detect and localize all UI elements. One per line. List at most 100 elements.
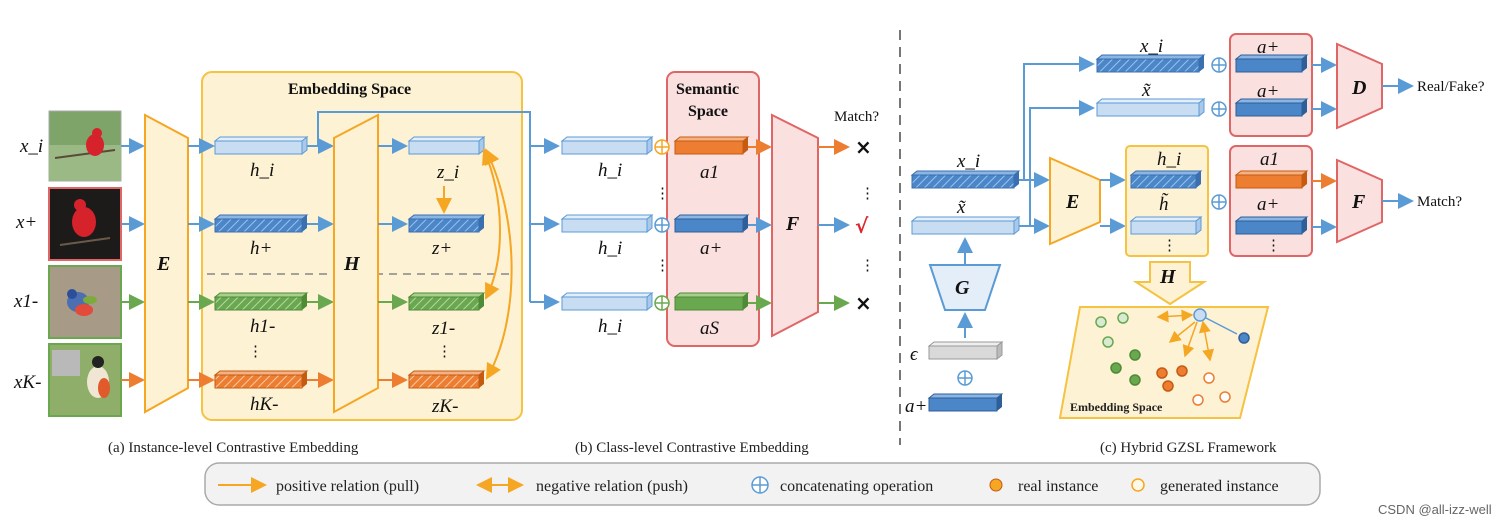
label-c-hi: h_i [1157,149,1181,170]
dots-b-right-1: ⋮ [860,186,875,202]
discriminator-D-shape [1336,42,1383,130]
feature-c-hi [1129,170,1203,189]
real-instance-icon [989,478,1003,492]
caption-a: (a) Instance-level Contrastive Embedding [108,440,359,456]
label-top-xtilde: x̃ [1141,80,1151,101]
feature-c-htilde [1129,215,1203,236]
legend-negative: negative relation (push) [536,478,688,495]
attr-a1 [673,136,750,155]
classifier-c-F-label: F [1351,191,1366,213]
feature-top-xtilde [1095,97,1206,118]
legend-generated: generated instance [1160,478,1279,495]
match-output-c: Match? [1417,194,1462,210]
feature-top-a2 [1234,98,1309,117]
result-mismatch-2: × [855,291,872,315]
label-a1: a1 [700,162,719,183]
head-c-H-label: H [1159,266,1177,288]
panel-c: x_i x̃ G ϵ a+ [905,33,1485,456]
label-b-h1: h_i [598,160,622,181]
encoder-E-shape [144,113,189,414]
feature-top-xi [1095,54,1206,73]
caption-b: (b) Class-level Contrastive Embedding [575,440,809,456]
classifier-F-shape [771,113,819,338]
dots-h: ⋮ [248,344,263,360]
feature-c-aplus-input [927,393,1004,412]
feature-z-i [407,135,486,156]
head-c-H-arrow [1132,261,1208,306]
label-c-xi: x_i [956,151,980,172]
label-z-plus: z+ [431,238,452,259]
generator-G-label: G [955,277,970,299]
feature-z-1minus [407,292,486,311]
bird-image-xplus [48,187,122,261]
feature-b-h1 [560,135,654,156]
result-mismatch-1: × [855,135,872,159]
input-label-xKminus: xK- [13,372,41,393]
bird-image-x1minus [48,265,122,339]
c-embedding-space-label: Embedding Space [1070,400,1163,414]
label-top-a1: a+ [1257,37,1279,58]
classifier-F-label: F [785,213,800,235]
panel-b: h_i h_i h_i ⋮ ⋮ Semantic Space [529,71,879,456]
label-c-aplus: a+ [1257,194,1279,215]
panel-a: x_i x+ x1- xK- [13,71,560,456]
dots-c-a: ⋮ [1266,238,1281,254]
label-z-1minus: z1- [431,318,455,339]
feature-h-i [213,135,309,156]
dots-b-right-2: ⋮ [860,258,875,274]
label-c-xtilde: x̃ [956,197,966,218]
label-aS: aS [700,318,720,339]
watermark: CSDN @all-izz-well [1378,502,1492,517]
label-z-i: z_i [436,162,459,183]
negative-relation-curve-2 [484,148,513,380]
dots-z: ⋮ [437,344,452,360]
legend: positive relation (pull) negative relati… [204,462,1321,506]
feature-b-h3 [560,291,654,312]
feature-c-aplus [1234,216,1309,235]
instance-cluster [1095,308,1250,406]
attr-aS [673,292,750,311]
concat-icon [654,295,670,311]
concat-icon [1211,101,1227,117]
result-match: √ [855,214,869,238]
discriminator-D-label: D [1351,77,1366,99]
input-label-xi: x_i [19,136,43,157]
label-z-Kminus: zK- [431,396,458,417]
generated-instance-icon [1131,478,1145,492]
legend-concat: concatenating operation [780,478,933,495]
input-label-xplus: x+ [15,212,37,233]
label-top-a2: a+ [1257,81,1279,102]
label-noise: ϵ [910,344,919,365]
semantic-space-title-1: Semantic [676,81,739,98]
feature-b-h2 [560,213,654,234]
label-h-i: h_i [250,160,274,181]
feature-h-plus [213,214,309,233]
caption-c: (c) Hybrid GZSL Framework [1100,440,1277,456]
encoder-E-label: E [156,253,170,275]
concat-icon [957,370,973,386]
generator-G-shape [928,264,1002,311]
attr-aplus [673,214,750,233]
label-top-xi: x_i [1139,36,1163,57]
encoder-c-E-label: E [1065,191,1079,213]
legend-real: real instance [1018,478,1098,495]
concat-icon [654,217,670,233]
feature-noise [927,340,1004,361]
feature-z-Kminus [407,370,486,389]
embedding-space-title: Embedding Space [288,81,411,98]
feature-h-Kminus [213,370,309,389]
head-H-shape [333,113,379,414]
head-H-label: H [343,253,361,275]
dots-c-h: ⋮ [1162,238,1177,254]
real-fake-output: Real/Fake? [1417,79,1485,95]
feature-c-xtilde [910,215,1021,236]
bird-image-xKminus [48,343,122,417]
label-c-htilde: h̃ [1159,193,1169,215]
concat-icon [751,476,769,494]
input-label-x1minus: x1- [13,291,38,312]
concat-icon [1211,194,1227,210]
label-c-aplus-input: a+ [905,396,927,417]
encoder-c-E-shape [1049,156,1101,246]
c-embedding-space [1058,306,1270,419]
